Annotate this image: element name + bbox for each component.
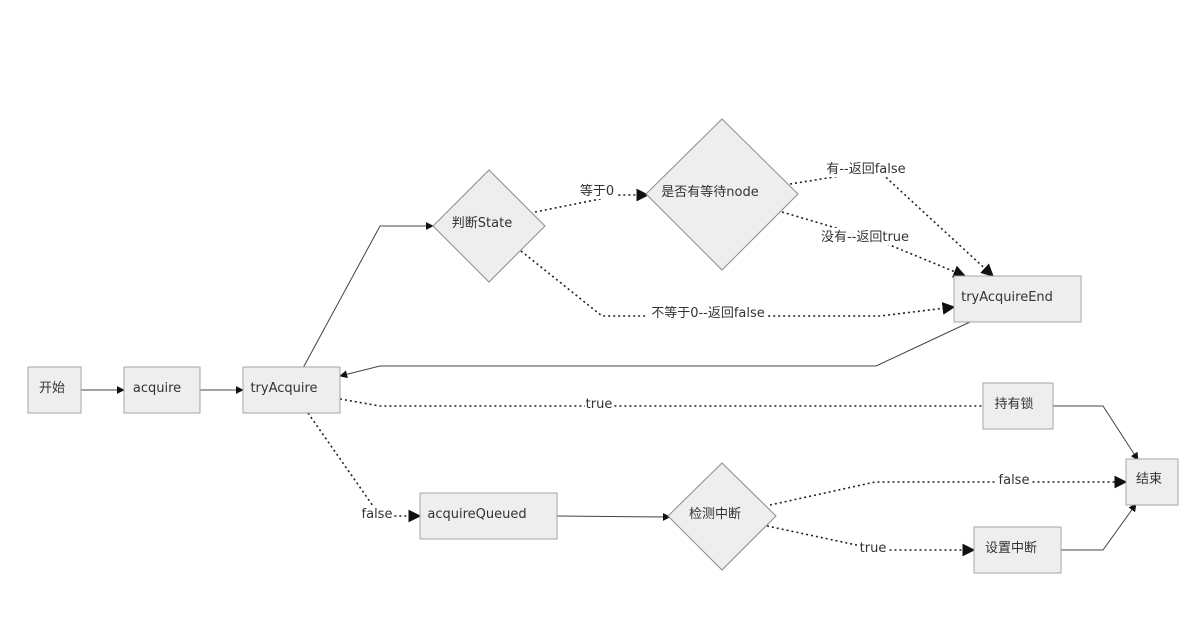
node-has-waiting-node-label: 是否有等待node — [661, 184, 758, 200]
node-acquire-label: acquire — [133, 381, 181, 396]
edge-tryacquire-end-return — [339, 321, 971, 379]
node-acquire-queued[interactable]: acquireQueued — [419, 492, 558, 540]
node-try-acquire-end-label: tryAcquireEnd — [961, 290, 1053, 305]
label-has-node-false: 有--返回false — [826, 162, 905, 177]
node-check-interrupt[interactable]: 检测中断 — [667, 462, 777, 571]
node-acquire[interactable]: acquire — [123, 366, 201, 414]
node-hold-lock[interactable]: 持有锁 — [982, 382, 1054, 430]
node-set-interrupt[interactable]: 设置中断 — [973, 526, 1062, 574]
edge-hold-lock-to-end — [1053, 405, 1139, 461]
node-set-interrupt-label: 设置中断 — [985, 541, 1037, 556]
edge-judge-state-equals-zero — [534, 188, 650, 213]
label-check-interrupt-true: true — [860, 541, 887, 556]
label-tryacquire-false: false — [362, 507, 393, 522]
node-hold-lock-label: 持有锁 — [994, 396, 1033, 412]
label-check-interrupt-false: false — [999, 473, 1030, 488]
label-state-not-zero: 不等于0--返回false — [651, 305, 765, 321]
node-try-acquire-end[interactable]: tryAcquireEnd — [953, 275, 1082, 323]
node-judge-state[interactable]: 判断State — [432, 169, 546, 283]
edge-has-node-false — [789, 169, 994, 277]
node-judge-state-label: 判断State — [452, 216, 512, 231]
node-start[interactable]: 开始 — [27, 366, 82, 414]
label-state-equals-zero: 等于0 — [580, 183, 614, 199]
node-try-acquire[interactable]: tryAcquire — [242, 366, 341, 414]
label-no-node-true: 没有--返回true — [821, 230, 909, 245]
node-check-interrupt-label: 检测中断 — [689, 507, 741, 522]
edge-tryacquire-false — [307, 412, 422, 523]
node-end[interactable]: 结束 — [1125, 458, 1179, 506]
edge-acquire-queued-to-check — [556, 512, 671, 521]
edge-tryacquire-true — [339, 398, 983, 407]
node-end-label: 结束 — [1136, 472, 1162, 487]
edge-set-interrupt-to-end — [1061, 503, 1137, 551]
edge-labels: 等于0 不等于0--返回false 有--返回false 没有--返回true … — [360, 160, 1031, 556]
node-start-label: 开始 — [39, 381, 65, 396]
node-acquire-queued-label: acquireQueued — [427, 507, 526, 522]
edge-tryacquire-to-judge-state — [302, 222, 434, 369]
node-has-waiting-node[interactable]: 是否有等待node — [645, 118, 799, 271]
edge-judge-state-not-zero — [520, 250, 956, 317]
edges — [81, 169, 1139, 557]
edge-check-interrupt-false — [769, 475, 1128, 506]
label-tryacquire-true: true — [586, 397, 613, 412]
node-try-acquire-label: tryAcquire — [250, 381, 317, 396]
